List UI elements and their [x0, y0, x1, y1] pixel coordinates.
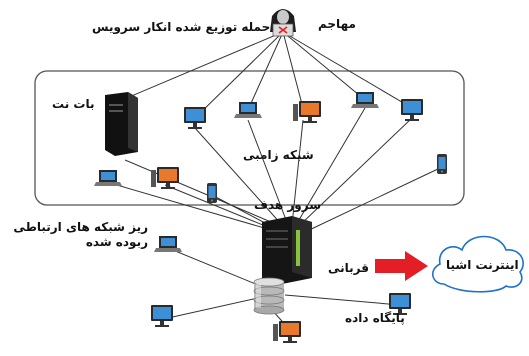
- target-server-label: سرور هدف: [254, 198, 322, 212]
- iot-label: اینترنت اشیا: [446, 258, 519, 272]
- laptop-icon: [94, 170, 122, 186]
- hijacked-subnets-line1: ریز شبکه های ارتباطی: [13, 220, 148, 234]
- desktop-computer-icon: [151, 167, 179, 189]
- desktop-computer-icon: [184, 107, 206, 129]
- phone-icon: [437, 154, 447, 174]
- laptop-icon: [234, 102, 262, 118]
- zombie-network-box: [34, 70, 465, 206]
- database-cylinder-icon: [253, 277, 285, 315]
- attacker-label: مهاجم: [318, 17, 356, 31]
- hijacked-subnets-label: ریز شبکه های ارتباطی ربوده شده: [8, 220, 148, 250]
- red-arrow: [375, 251, 428, 281]
- zombie-target-links: [109, 107, 441, 233]
- hijacked-subnets-line2: ربوده شده: [85, 235, 148, 249]
- desktop-computer-icon: [293, 101, 321, 123]
- server-tower-icon: [105, 92, 138, 156]
- desktop-computer-icon: [151, 305, 173, 327]
- laptop-icon: [154, 236, 182, 252]
- desktop-computer-icon: [401, 99, 423, 121]
- botnet-label: بات نت: [52, 97, 95, 111]
- attacker-links: [121, 31, 413, 119]
- laptop-icon: [351, 92, 379, 108]
- desktop-computer-icon: [273, 321, 301, 343]
- ddos-label: حمله توزیع شده انکار سرویس: [92, 20, 271, 34]
- cloud-icon: [432, 235, 524, 293]
- zombie-network-label: شبکه زامبی: [243, 148, 314, 162]
- victim-label: قربانی: [328, 261, 369, 275]
- database-label: پایگاه داده: [345, 311, 405, 325]
- phone-icon: [207, 183, 217, 203]
- server-rack-icon: [262, 216, 312, 284]
- hacker-icon: [270, 9, 296, 37]
